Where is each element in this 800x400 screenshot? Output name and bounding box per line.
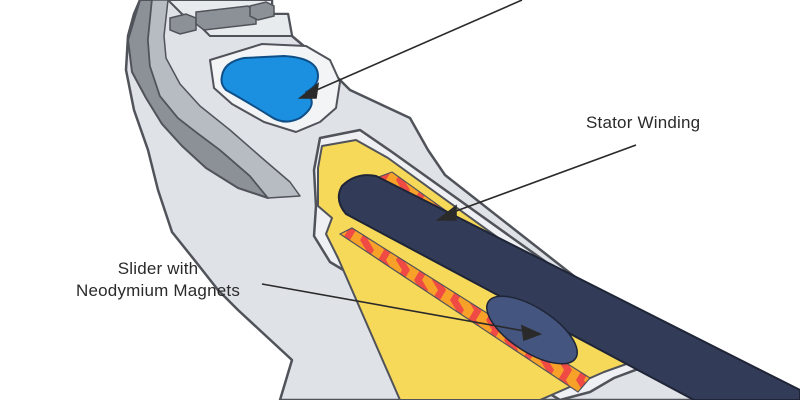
fluid-reservoir: [220, 55, 319, 123]
slider-label: Slider with Neodymium Magnets: [76, 258, 240, 302]
stator-winding-label: Stator Winding: [586, 113, 701, 132]
fluid-leader-arrow: [297, 82, 320, 99]
slider-leader-line: [261, 283, 531, 333]
slider-rod: [337, 174, 800, 400]
top-connector-pins: [169, 1, 275, 35]
stator-leader-arrow: [435, 204, 457, 221]
slider-leader-arrow: [521, 324, 543, 342]
slider-label-line2: Neodymium Magnets: [76, 281, 241, 300]
stator-leader-line: [447, 144, 637, 215]
slider-label-line1: Slider with: [117, 259, 199, 278]
callout-leaders: [261, 0, 637, 342]
housing-mid-shade: [147, 0, 301, 199]
fluid-leader-line: [311, 0, 523, 93]
